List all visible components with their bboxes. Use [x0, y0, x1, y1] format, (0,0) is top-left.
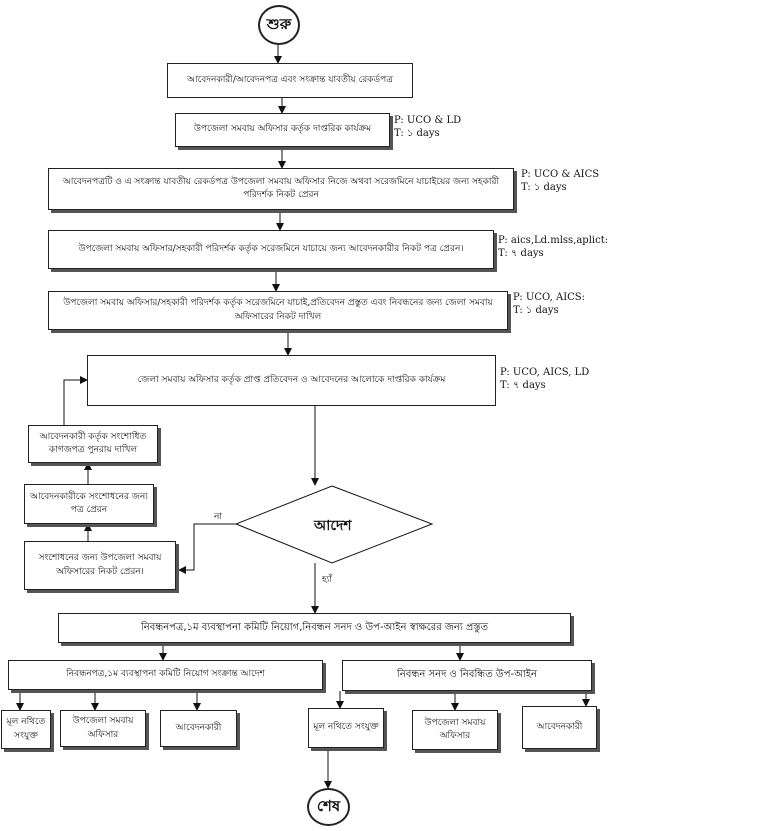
step-1-text: আবেদনকারী/আবেদনপত্র এবং সংক্রান্ত যাবতীয…: [187, 74, 393, 85]
note-step-4-p: P: aics,Ld.mlss,aplict:: [498, 235, 609, 246]
note-step-2-p: P: UCO & LD: [394, 115, 462, 126]
note-step-6-t: T: ৭ days: [500, 379, 546, 391]
left-leaf-1-text: মূল নথিতে সংযুক্ত: [6, 717, 46, 741]
step-4-text: উপজেলা সমবায় অফিসার/সহকারী পরিদর্শক কর্…: [78, 243, 464, 254]
no-label: না: [214, 512, 222, 522]
revision-3-text: আবেদনকারী কর্তৃক সংশোধিত কাগজপত্র পুনরায…: [39, 431, 147, 455]
left-leaf-1: মূল নথিতে সংযুক্ত: [1, 710, 51, 749]
note-step-6-p: P: UCO, AICS, LD: [500, 367, 590, 378]
left-leaf-2-text: উপজেলা সমবায় অফিসার: [72, 716, 134, 740]
step-3-text: আবেদনপত্রটি ও এ সংক্রান্ত যাবতীয় রেকর্ড…: [62, 176, 500, 200]
note-step-3: P: UCO & AICS T: ১ days: [521, 169, 599, 194]
step-5-text: উপজেলা সমবায় অফিসার/সহকারী পরিদর্শক কর্…: [63, 298, 493, 322]
step-6-text: জেলা সমবায় অফিসার কর্তৃক প্রাপ্ত প্রতিব…: [137, 374, 446, 385]
right-branch-box: নিবন্ধন সনদ ও নিবন্ধিত উপ-আইন: [342, 660, 592, 691]
note-step-5-t: T: ১ days: [513, 304, 559, 316]
revision-3: আবেদনকারী কর্তৃক সংশোধিত কাগজপত্র পুনরায…: [28, 425, 158, 463]
note-step-4: P: aics,Ld.mlss,aplict: T: ৭ days: [498, 235, 608, 260]
revision-1-text: সংশোধনের জন্য উপজেলা সমবায় অফিসারের নিক…: [38, 553, 162, 577]
step-1: আবেদনকারী/আবেদনপত্র এবং সংক্রান্ত যাবতীয…: [167, 63, 413, 98]
start-label: শুরু: [266, 14, 292, 33]
step-4: উপজেলা সমবায় অফিসার/সহকারী পরিদর্শক কর্…: [48, 230, 494, 269]
note-step-2: P: UCO & LD T: ১ days: [394, 115, 461, 140]
note-step-3-p: P: UCO & AICS: [521, 169, 600, 180]
step-7: নিবন্ধনপত্র,১ম ব্যবস্থাপনা কমিটি নিয়োগ,…: [58, 613, 571, 643]
step-3: আবেদনপত্রটি ও এ সংক্রান্ত যাবতীয় রেকর্ড…: [48, 168, 514, 210]
yes-label: হ্যাঁ: [322, 575, 332, 585]
step-2: উপজেলা সমবায় অফিসার কর্তৃক দাপ্তরিক কার…: [175, 113, 390, 147]
left-branch-text: নিবন্ধনপত্র,১ম ব্যবস্থাপনা কমিটি নিয়োগ …: [66, 669, 265, 680]
note-step-6: P: UCO, AICS, LD T: ৭ days: [500, 367, 589, 392]
arrow-decision-no: [178, 523, 236, 574]
revision-2-text: আবেদনকারীকে সংশোধনের জন্য পত্র প্রেরন: [30, 491, 148, 515]
decision-label: আদেশ: [314, 518, 352, 534]
note-step-4-t: T: ৭ days: [498, 247, 544, 259]
note-step-2-t: T: ১ days: [394, 127, 440, 139]
right-leaf-2-text: উপজেলা সমবায় অফিসার: [424, 717, 486, 741]
right-leaf-3: আবেদনকারী: [522, 706, 597, 749]
step-2-text: উপজেলা সমবায় অফিসার কর্তৃক দাপ্তরিক কার…: [193, 124, 372, 135]
left-branch-box: নিবন্ধনপত্র,১ম ব্যবস্থাপনা কমিটি নিয়োগ …: [8, 660, 323, 690]
start-node: শুরু: [258, 5, 300, 45]
end-node: শেষ: [307, 788, 350, 826]
left-leaf-3-text: আবেদনকারী: [175, 722, 222, 733]
end-label: শেষ: [316, 796, 341, 815]
right-leaf-1-text: মূল নথিতে সংযুক্ত: [313, 722, 379, 733]
arrow-r3-s6: [63, 376, 88, 425]
left-leaf-2: উপজেলা সমবায় অফিসার: [60, 710, 146, 747]
step-7-text: নিবন্ধনপত্র,১ম ব্যবস্থাপনা কমিটি নিয়োগ,…: [140, 621, 489, 633]
right-leaf-2: উপজেলা সমবায় অফিসার: [412, 710, 498, 750]
revision-1: সংশোধনের জন্য উপজেলা সমবায় অফিসারের নিক…: [24, 541, 176, 590]
note-step-5: P: UCO, AICS: T: ১ days: [513, 292, 585, 317]
left-leaf-3: আবেদনকারী: [160, 710, 237, 747]
step-6: জেলা সমবায় অফিসার কর্তৃক প্রাপ্ত প্রতিব…: [87, 355, 496, 406]
note-step-5-p: P: UCO, AICS:: [513, 292, 586, 303]
note-step-3-t: T: ১ days: [521, 181, 567, 193]
decision-diamond: [234, 485, 434, 564]
right-leaf-3-text: আবেদনকারী: [536, 721, 583, 732]
right-branch-text: নিবন্ধন সনদ ও নিবন্ধিত উপ-আইন: [397, 669, 537, 681]
right-leaf-1: মূল নথিতে সংযুক্ত: [308, 708, 384, 748]
revision-2: আবেদনকারীকে সংশোধনের জন্য পত্র প্রেরন: [24, 484, 154, 524]
step-5: উপজেলা সমবায় অফিসার/সহকারী পরিদর্শক কর্…: [48, 291, 508, 330]
